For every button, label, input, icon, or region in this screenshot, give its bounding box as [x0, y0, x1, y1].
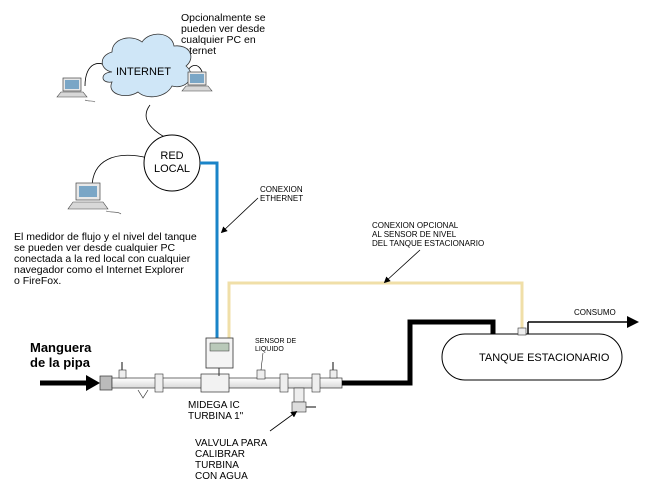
hose-label-2: de la pipa — [30, 355, 91, 370]
internet-cloud-icon — [101, 33, 192, 98]
ethernet-label-2: ETHERNET — [260, 194, 303, 203]
note-left-line-4: navegador como el Internet Explorer — [14, 264, 184, 276]
meter-label-2: TURBINA 1" — [188, 411, 244, 422]
valve-label-3: TURBINA — [195, 460, 239, 471]
flow-meter-display — [205, 337, 234, 376]
valve-label-4: CON AGUA — [195, 471, 248, 482]
meter-label-1: MIDEGA IC — [188, 400, 240, 411]
note-top-line-1: Opcionalmente se — [181, 12, 266, 24]
computer-icon-local — [67, 182, 122, 215]
valve-label-1: VALVULA PARA — [195, 438, 268, 449]
link-pc3-red — [91, 154, 149, 189]
red-local-label-1: RED — [160, 150, 183, 162]
hose-label-1: Manguera — [30, 340, 92, 355]
liquid-sensor — [256, 369, 266, 380]
consumo-label: CONSUMO — [574, 308, 616, 317]
sensor-label-2: LIQUIDO — [255, 346, 284, 353]
note-left-line-2: se pueden ver desde cualquier PC — [14, 242, 176, 254]
ethernet-label-1: CONEXION — [260, 185, 303, 194]
optional-sensor-cable — [227, 281, 524, 338]
computer-icon-top-right — [181, 71, 213, 92]
internet-label: INTERNET — [116, 66, 171, 78]
optional-label-2: AL SENSOR DE NIVEL — [372, 230, 457, 239]
optional-callout-arrow — [383, 249, 421, 284]
ethernet-cable — [200, 161, 219, 338]
note-left-line-1: El medidor de flujo y el nivel del tanqu… — [14, 231, 197, 243]
computer-icon-top-left — [56, 77, 96, 103]
sensor-label-1: SENSOR DE — [255, 338, 297, 345]
sensor-leader — [260, 352, 264, 371]
note-left-line-3: conectada a la red local con cualquier — [14, 253, 191, 265]
red-local-label-2: LOCAL — [154, 163, 190, 175]
optional-label-3: DEL TANQUE ESTACIONARIO — [372, 239, 484, 248]
stationary-tank — [441, 322, 623, 381]
pipe-to-tank — [342, 319, 496, 386]
note-top-line-2: pueden ver desde — [181, 23, 265, 35]
valve-callout-arrow — [269, 411, 298, 432]
note-left-line-5: o FireFox. — [14, 275, 61, 287]
optional-label-1: CONEXION OPCIONAL — [372, 221, 459, 230]
hose-arrow-icon — [86, 375, 100, 391]
valve-label-2: CALIBRAR — [195, 449, 245, 460]
tank-label: TANQUE ESTACIONARIO — [479, 352, 610, 364]
link-internet-red — [145, 104, 171, 141]
ethernet-callout-arrow — [220, 197, 259, 234]
note-top-line-3: cualquier PC en — [181, 34, 256, 46]
